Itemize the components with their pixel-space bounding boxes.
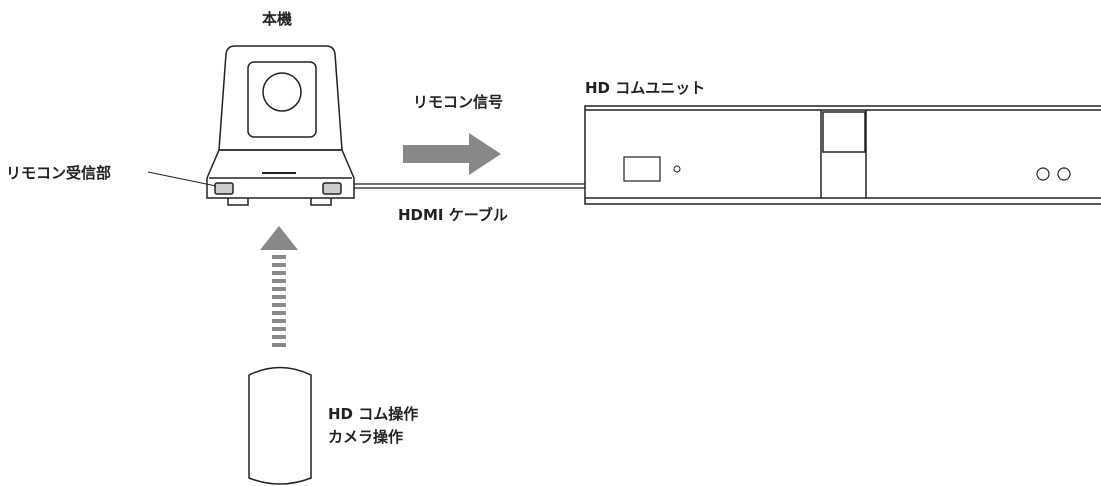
camera-foot-left: [227, 198, 249, 206]
camera-unit: [206, 45, 355, 206]
remote-function-line2: カメラ操作: [328, 428, 404, 446]
hd-unit-ir-window: [623, 156, 661, 182]
receiver-window-left: [214, 182, 234, 195]
remote-up-arrow: [260, 226, 298, 347]
main-unit-label: 本機: [262, 10, 293, 28]
camera-lens: [262, 72, 302, 112]
camera-foot-right: [310, 198, 332, 206]
hdmi-cable: [354, 183, 585, 189]
hd-unit-button-2: [1057, 167, 1071, 181]
hd-unit-led: [673, 165, 681, 173]
remote-signal-label: リモコン信号: [413, 93, 504, 111]
hd-unit-label: HD コムユニット: [585, 79, 706, 97]
hd-com-unit: [584, 105, 1101, 205]
remote-function-line1: HD コム操作: [328, 405, 419, 423]
hd-unit-panel: [822, 111, 866, 153]
hd-unit-button-1: [1036, 167, 1050, 181]
remote-signal-arrow: [403, 133, 501, 175]
hdmi-cable-label: HDMI ケーブル: [398, 206, 508, 224]
remote-receiver-label: リモコン受信部: [6, 164, 112, 182]
remote-controller: [248, 366, 312, 485]
camera-base: [206, 149, 355, 199]
receiver-leader-line: [147, 171, 217, 187]
camera-lens-housing: [247, 61, 317, 138]
receiver-window-right: [322, 182, 342, 195]
